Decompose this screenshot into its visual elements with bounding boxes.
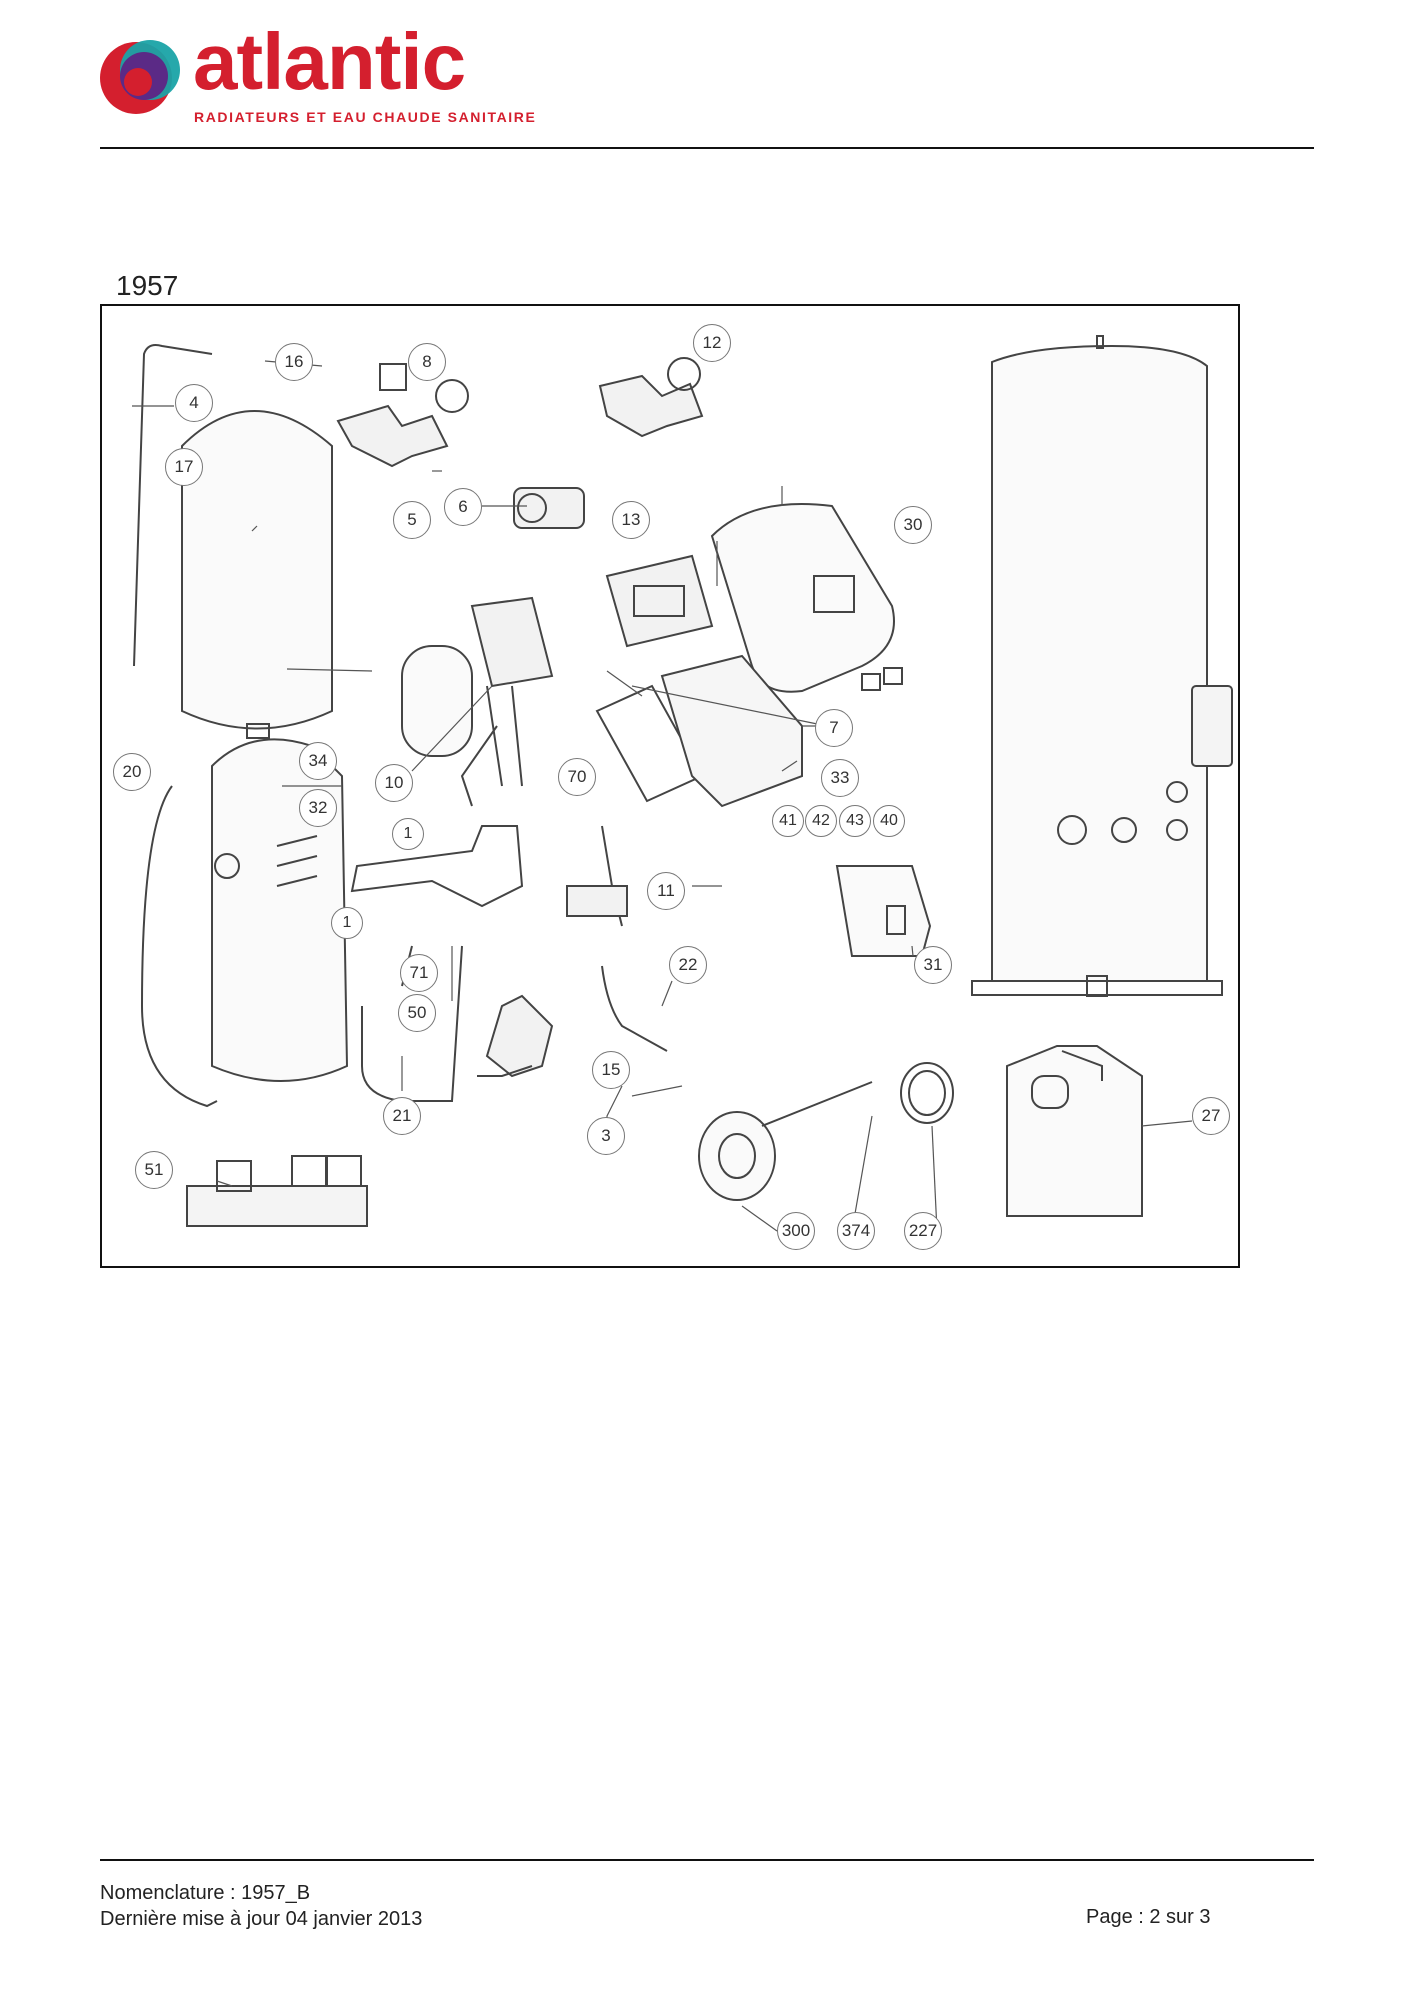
footer-divider bbox=[100, 1859, 1314, 1861]
callout-300: 300 bbox=[777, 1212, 815, 1250]
logo-mark-icon bbox=[100, 40, 180, 114]
callout-34: 34 bbox=[299, 742, 337, 780]
parts-drawing bbox=[132, 335, 1233, 1232]
callout-374: 374 bbox=[837, 1212, 875, 1250]
callout-3: 3 bbox=[587, 1117, 625, 1155]
callout-17: 17 bbox=[165, 448, 203, 486]
callout-4: 4 bbox=[175, 384, 213, 422]
callout-70: 70 bbox=[558, 758, 596, 796]
callout-51: 51 bbox=[135, 1151, 173, 1189]
page-number: Page : 2 sur 3 bbox=[1086, 1906, 1211, 1928]
callout-8: 8 bbox=[408, 343, 446, 381]
callout-40: 40 bbox=[873, 805, 905, 837]
callout-32: 32 bbox=[299, 789, 337, 827]
callout-16: 16 bbox=[275, 343, 313, 381]
callout-30: 30 bbox=[894, 506, 932, 544]
callout-42: 42 bbox=[805, 805, 837, 837]
callout-50: 50 bbox=[398, 994, 436, 1032]
callout-11: 11 bbox=[647, 872, 685, 910]
last-updated: Dernière mise à jour 04 janvier 2013 bbox=[100, 1908, 423, 1930]
callout-41: 41 bbox=[772, 805, 804, 837]
header-divider bbox=[100, 147, 1314, 149]
callout-6: 6 bbox=[444, 488, 482, 526]
callout-13: 13 bbox=[612, 501, 650, 539]
brand-name: atlantic bbox=[193, 17, 466, 106]
callout-21: 21 bbox=[383, 1097, 421, 1135]
callout-1-lower: 1 bbox=[331, 907, 363, 939]
callout-20: 20 bbox=[113, 753, 151, 791]
callout-227: 227 bbox=[904, 1212, 942, 1250]
document-id: 1957 bbox=[116, 270, 179, 301]
callout-31: 31 bbox=[914, 946, 952, 984]
callout-27: 27 bbox=[1192, 1097, 1230, 1135]
brand-tagline: RADIATEURS ET EAU CHAUDE SANITAIRE bbox=[194, 109, 537, 125]
nomenclature-label: Nomenclature : 1957_B bbox=[100, 1882, 311, 1904]
callout-22: 22 bbox=[669, 946, 707, 984]
callout-15: 15 bbox=[592, 1051, 630, 1089]
callout-1-upper: 1 bbox=[392, 818, 424, 850]
callout-12: 12 bbox=[693, 324, 731, 362]
callout-10: 10 bbox=[375, 764, 413, 802]
footer-info: Nomenclature : 1957_B Dernière mise à jo… bbox=[100, 1880, 422, 1932]
exploded-parts-diagram: 16 8 12 4 17 5 6 13 30 7 20 34 32 10 70 … bbox=[100, 304, 1240, 1268]
callout-71: 71 bbox=[400, 954, 438, 992]
callout-7: 7 bbox=[815, 709, 853, 747]
callout-43: 43 bbox=[839, 805, 871, 837]
callout-5: 5 bbox=[393, 501, 431, 539]
brand-logo: atlantic RADIATEURS ET EAU CHAUDE SANITA… bbox=[98, 22, 535, 130]
callout-33: 33 bbox=[821, 759, 859, 797]
